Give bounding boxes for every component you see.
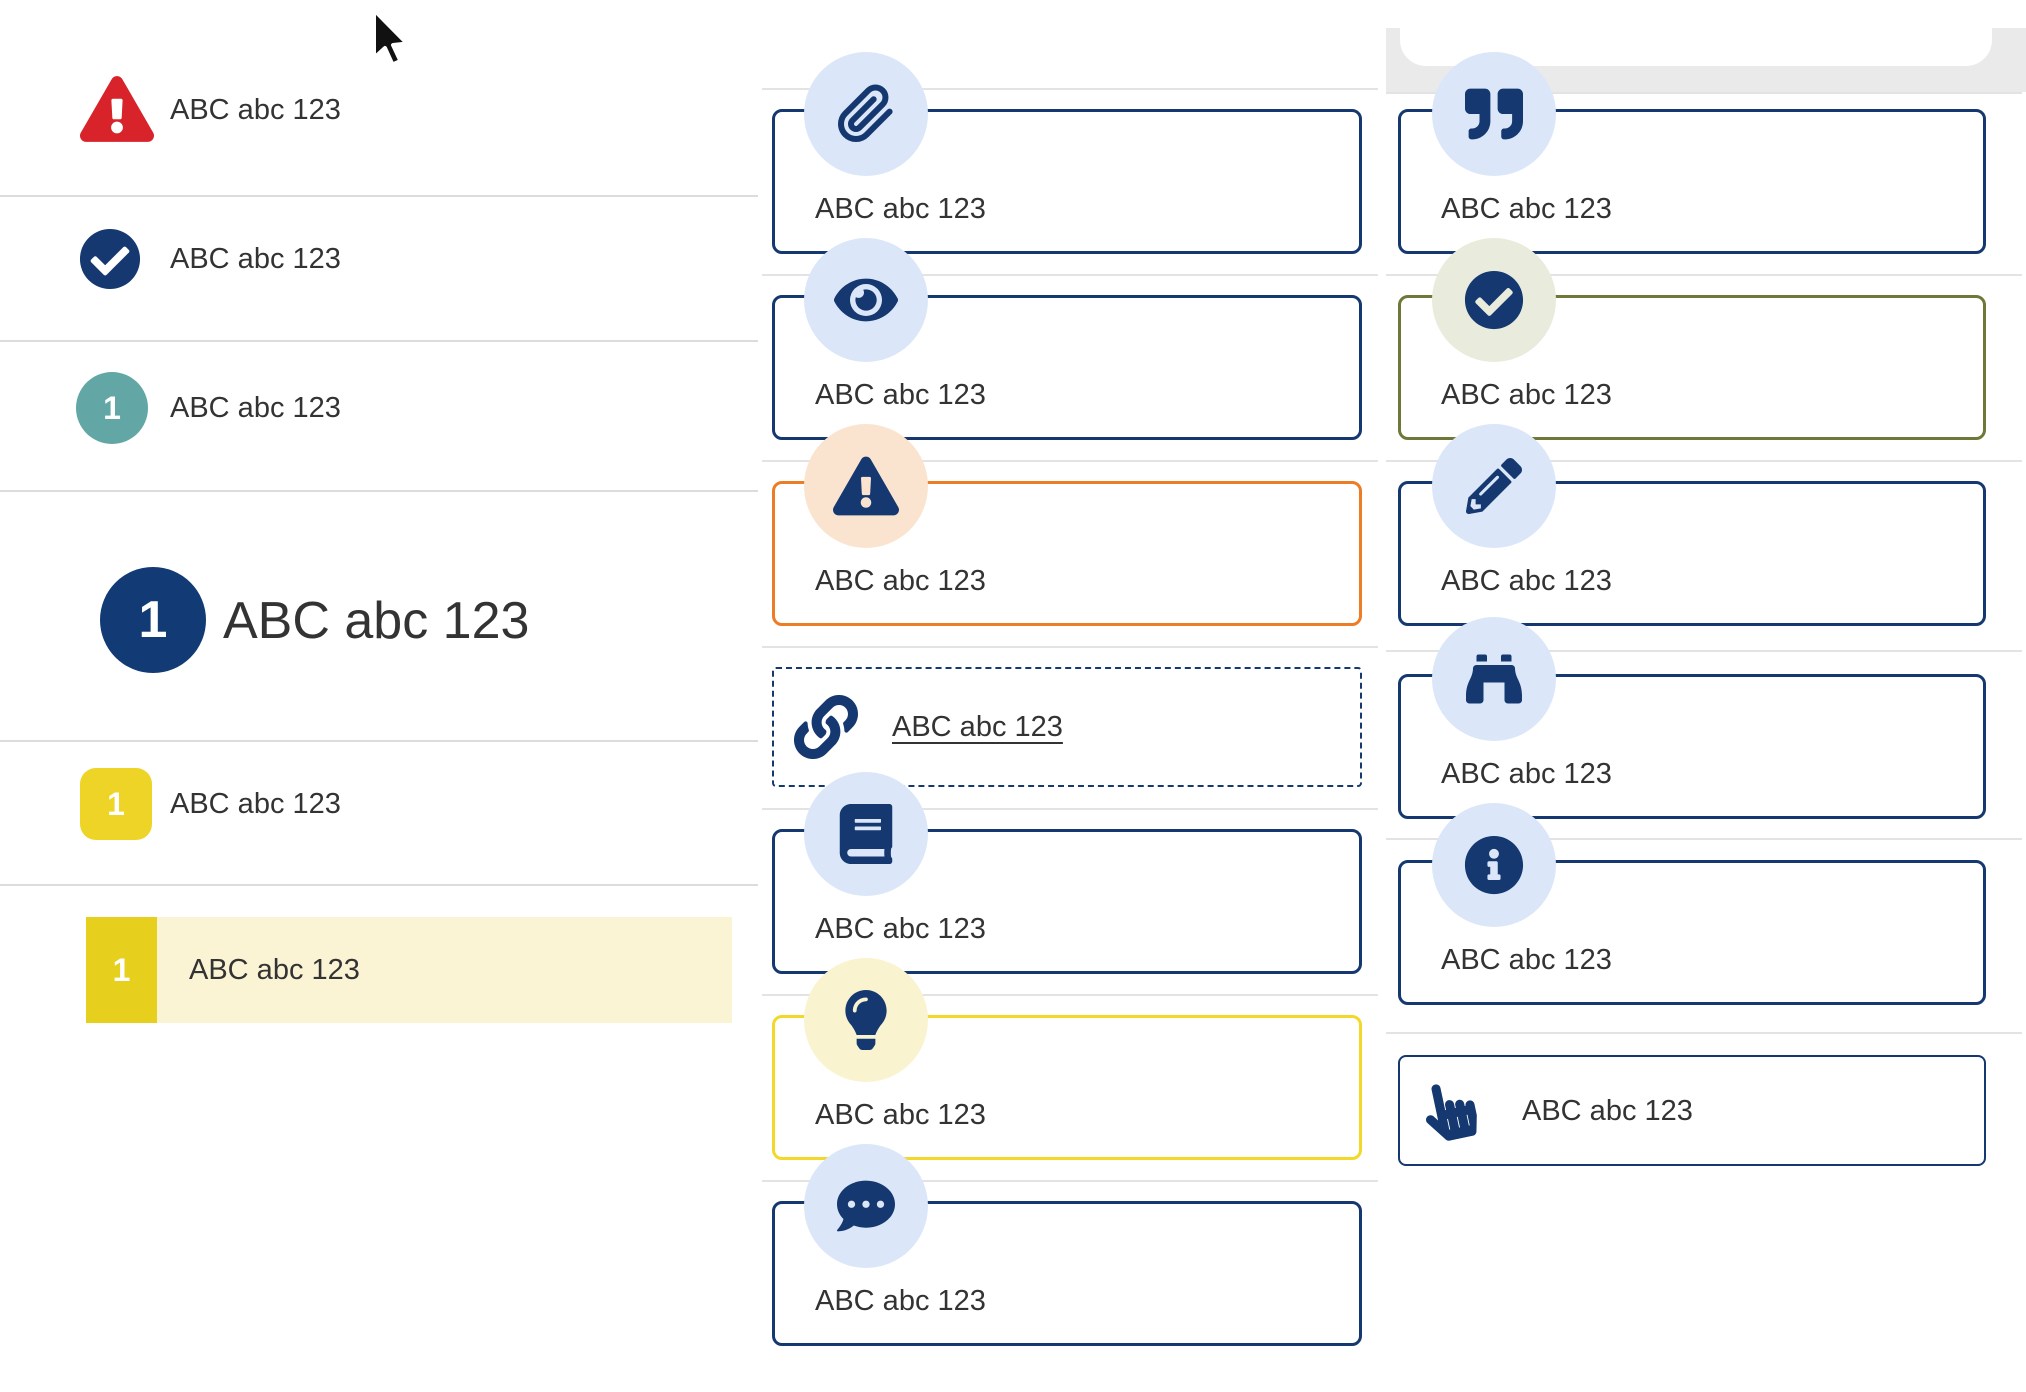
card-label: ABC abc 123 [1441,565,1612,597]
divider [0,740,758,742]
step-number: 1 [138,591,168,649]
card-label: ABC abc 123 [815,1099,986,1131]
list-item-label[interactable]: ABC abc 123 [189,954,360,986]
card-link-label[interactable]: ABC abc 123 [892,710,1063,743]
section-divider [1386,650,2022,652]
divider [0,340,758,342]
lightbulb-icon [804,958,928,1082]
callout-card-preview: ABC abc 123 [772,295,1362,440]
divider [0,884,758,886]
section-divider [762,88,1378,90]
card-label: ABC abc 123 [1441,758,1612,790]
step-badge-yellow-highlight: 1 [86,917,157,1023]
card-label: ABC abc 123 [815,193,986,225]
check-circle-icon [79,228,141,290]
list-item-label[interactable]: ABC abc 123 [170,392,341,424]
list-item-label[interactable]: ABC abc 123 [170,94,341,126]
card-label: ABC abc 123 [815,1285,986,1317]
info-circle-icon [1432,803,1556,927]
step-badge-teal: 1 [76,372,148,444]
warning-triangle-icon [804,424,928,548]
card-label: ABC abc 123 [1441,944,1612,976]
quote-right-icon [1432,52,1556,176]
card-label: ABC abc 123 [815,565,986,597]
list-item-label[interactable]: ABC abc 123 [170,243,341,275]
section-divider [762,808,1378,810]
section-divider [1386,92,2022,94]
list-item-label[interactable]: ABC abc 123 [170,788,341,820]
list-item-label-large[interactable]: ABC abc 123 [223,592,530,650]
mouse-cursor-icon [372,8,409,67]
section-divider [762,994,1378,996]
card-label: ABC abc 123 [1441,193,1612,225]
comment-dots-icon [804,1144,928,1268]
callout-card-link[interactable]: ABC abc 123 [772,667,1362,787]
pencil-icon [1432,424,1556,548]
section-divider [762,646,1378,648]
section-divider [1386,460,2022,462]
card-label: ABC abc 123 [1522,1094,1693,1127]
section-divider [1386,1032,2022,1034]
callout-card-action[interactable]: ABC abc 123 [1398,1055,1986,1166]
hand-pointer-icon [1426,1083,1477,1141]
highlighted-row[interactable] [86,917,732,1023]
divider [0,490,758,492]
binoculars-icon [1432,617,1556,741]
section-divider [1386,838,2022,840]
section-divider [762,1180,1378,1182]
divider [0,195,758,197]
check-circle-icon [1432,238,1556,362]
book-icon [804,772,928,896]
section-divider [762,274,1378,276]
card-label: ABC abc 123 [1441,379,1612,411]
card-label: ABC abc 123 [815,913,986,945]
step-badge-large: 1 [100,567,206,673]
step-badge-yellow: 1 [80,768,152,840]
section-divider [1386,274,2022,276]
step-number: 1 [103,389,121,426]
card-label: ABC abc 123 [815,379,986,411]
paperclip-icon [804,52,928,176]
eye-icon [804,238,928,362]
warning-triangle-icon [80,76,154,142]
step-number: 1 [107,785,125,822]
link-icon [794,695,858,759]
step-number: 1 [112,951,131,988]
section-divider [762,460,1378,462]
